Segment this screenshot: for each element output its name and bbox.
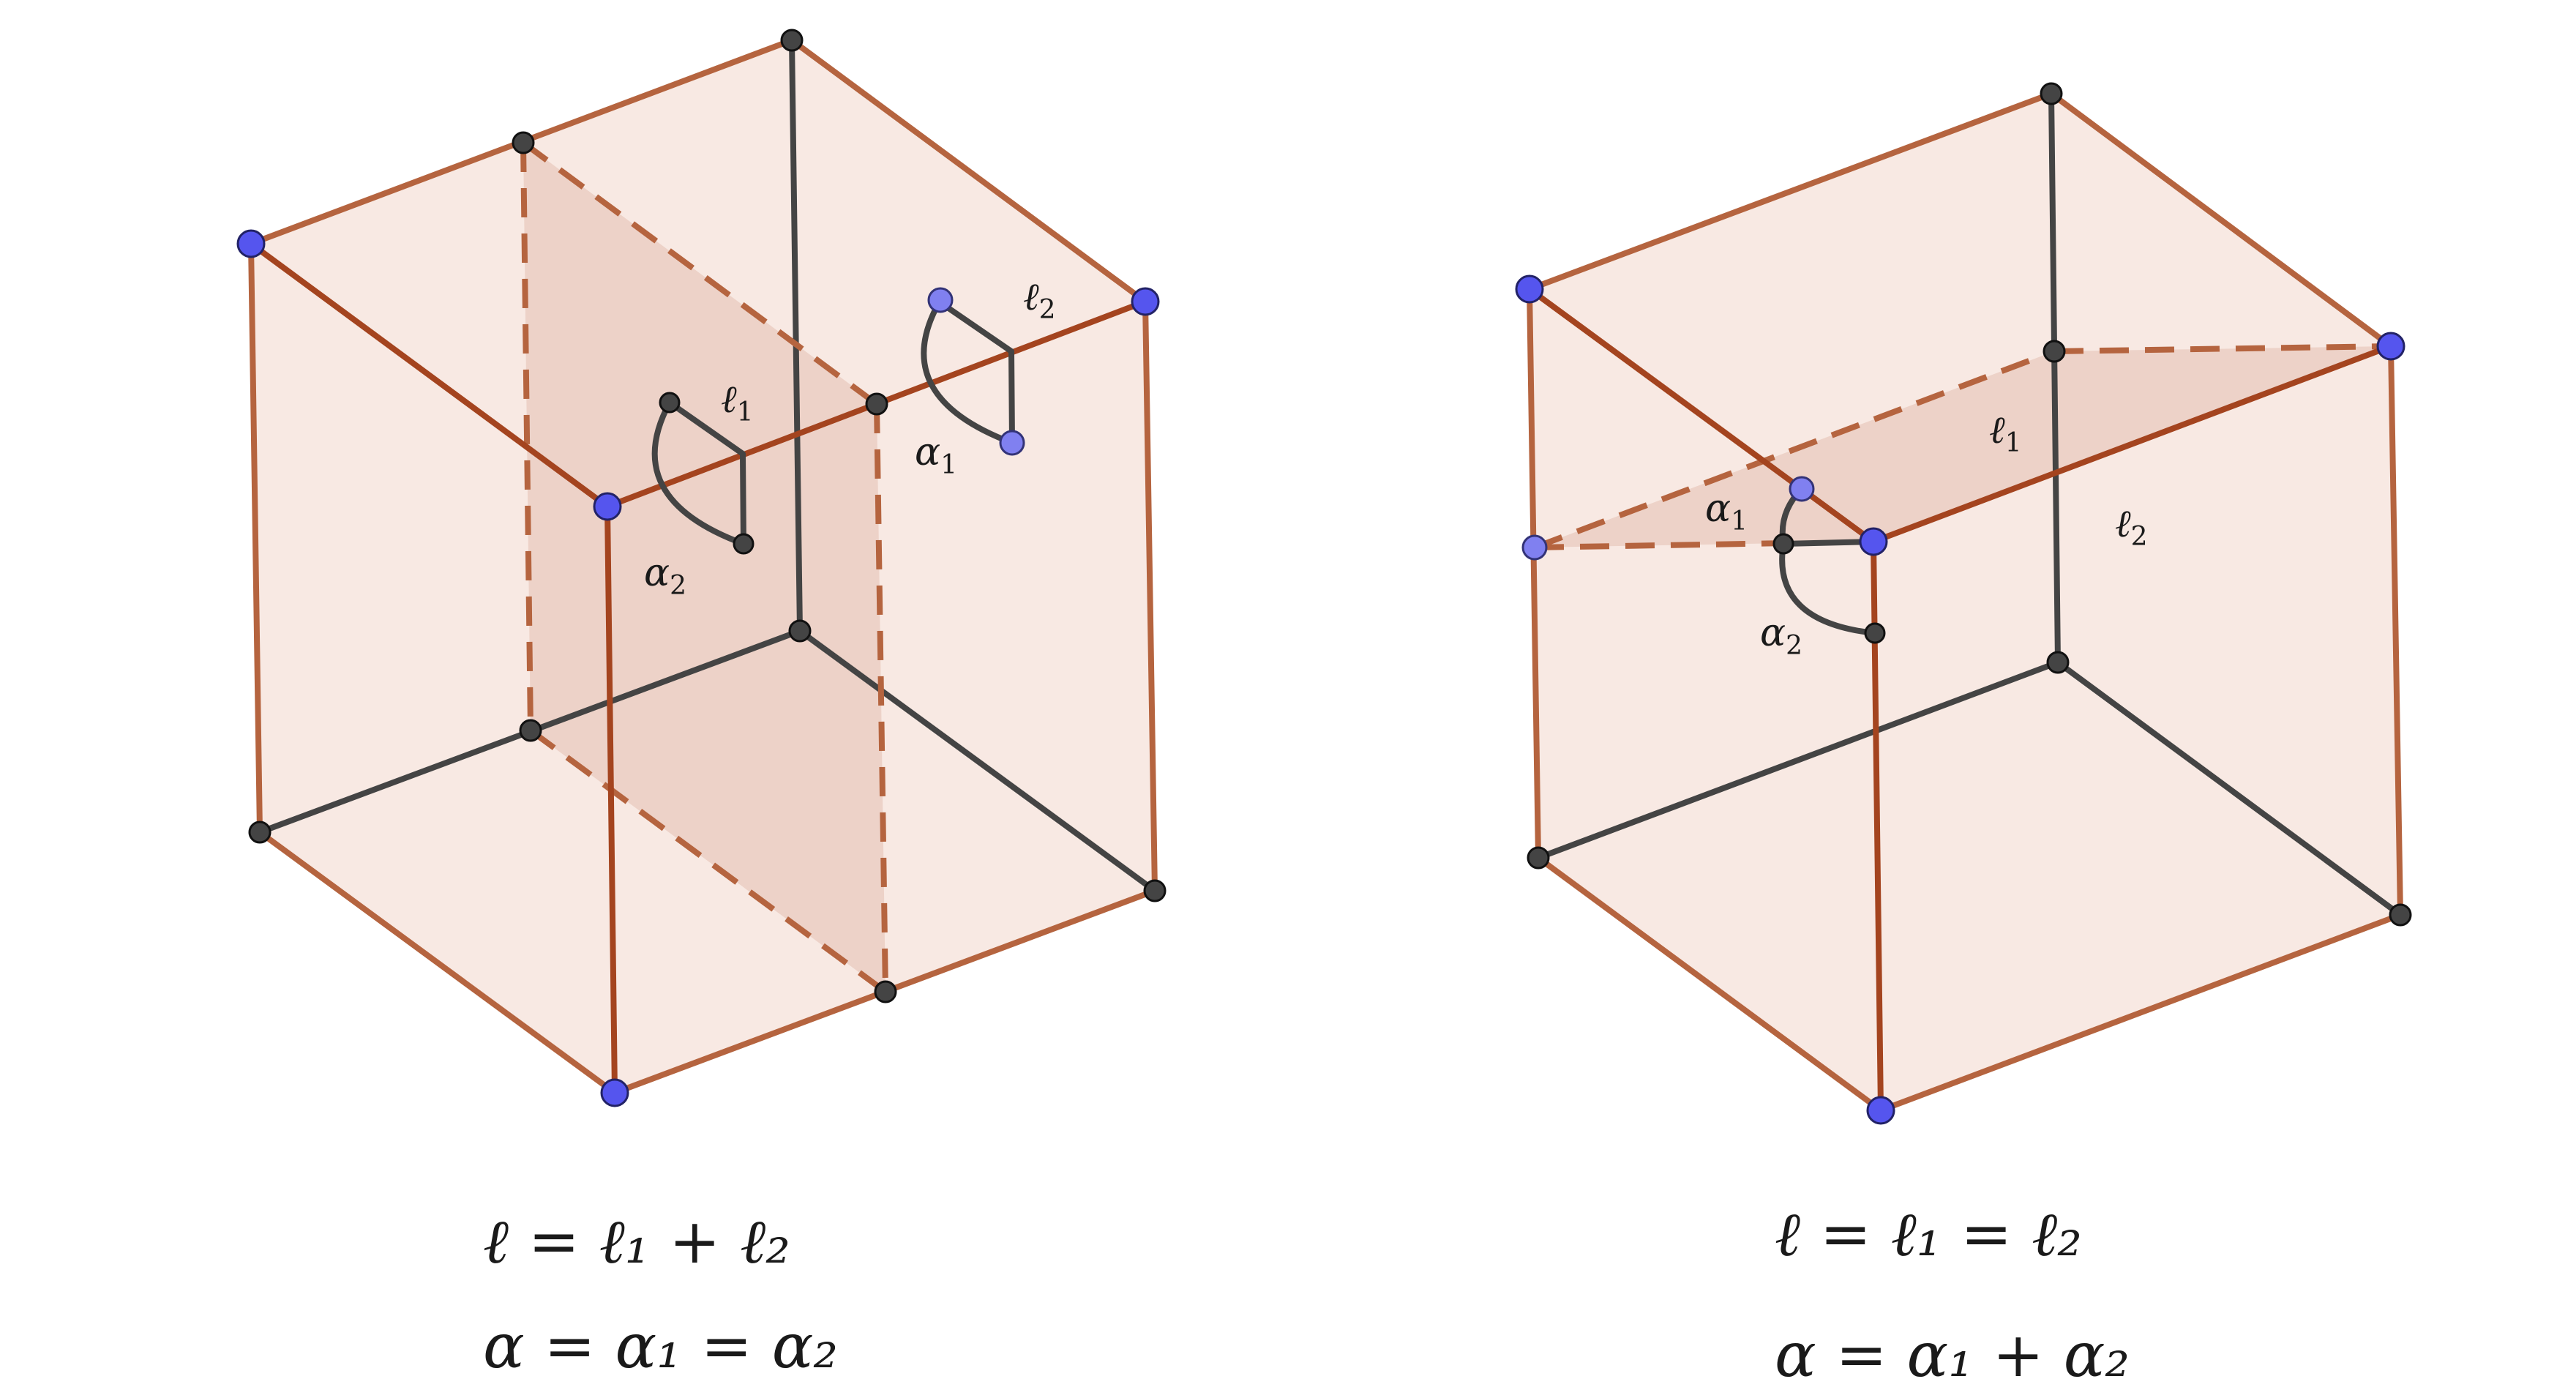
left-formula-length: ℓ = ℓ₁ + ℓ₂: [483, 1206, 790, 1277]
right-cube-back-left-edge: [1535, 659, 2061, 861]
left-label-a1: α1: [915, 430, 957, 480]
left-cube-top-face: [251, 40, 1145, 507]
right-cube-edge-top-left: [1527, 286, 1876, 545]
right-cube: ℓ1 ℓ2 α1 α2: [1515, 82, 2412, 1125]
right-cube-left-vertical-edge: [1527, 286, 1541, 861]
left-cube-back-right-edge: [797, 628, 1158, 894]
right-label-a2: α2: [1760, 611, 1802, 661]
right-cube-top-face: [1530, 94, 2391, 542]
right-cube-vertex: [1515, 274, 1544, 304]
right-cube-vertex: [1527, 846, 1550, 870]
right-label-a1: α1: [1705, 487, 1748, 537]
left-cube-vertex: [1131, 287, 1160, 316]
right-formula-length: ℓ = ℓ₁ = ℓ₂: [1775, 1198, 2082, 1270]
right-cube-vertex: [2376, 332, 2405, 361]
right-cube-vertex: [1866, 1096, 1895, 1125]
left-cube: ℓ1 ℓ2 α1 α2: [236, 29, 1167, 1107]
right-cube-angle-point: [1772, 533, 1794, 555]
left-cube-vertex: [248, 821, 272, 844]
right-cube-right-vertical-edge: [2388, 343, 2403, 918]
right-cube-angle-point: [1789, 476, 1815, 502]
right-cube-vertex: [2043, 340, 2066, 363]
right-cube-edge-l: [1871, 343, 2394, 545]
right-cube-vertex: [2046, 651, 2070, 674]
right-label-l2: ℓ2: [2115, 502, 2148, 552]
left-cube-plane-right-edge: [874, 403, 888, 993]
left-cube-vertex: [1143, 879, 1167, 902]
left-cube-edge-l: [248, 241, 610, 509]
right-cube-bottom-left-edge: [1535, 855, 1884, 1113]
left-label-a2: α2: [644, 551, 686, 601]
right-cube-angle-point: [1864, 622, 1886, 644]
right-cube-angle-alpha2: [1779, 541, 1878, 636]
left-cube-plane-top-edge: [521, 140, 879, 407]
left-cube-top-right-edge: [789, 37, 1148, 304]
left-cube-left-face: [251, 244, 615, 1093]
right-cube-cutting-plane: [1535, 346, 2391, 547]
left-cube-angle-alpha2: [651, 400, 746, 547]
right-cube-back-vertical-edge: [2048, 91, 2061, 665]
right-label-l1: ℓ1: [1989, 408, 2022, 458]
right-cube-plane-left-edge: [1533, 348, 2056, 550]
left-cube-vertex: [512, 131, 535, 154]
right-cube-top-right-edge: [2048, 91, 2394, 349]
left-formula-angle: α = α₁ = α₂: [483, 1310, 838, 1382]
right-cube-bottom-right-edge: [1878, 912, 2403, 1113]
right-cube-vertex: [2389, 903, 2412, 927]
left-cube-left-vertical-edge: [248, 241, 263, 835]
left-cube-right-vertical-edge: [1142, 299, 1158, 894]
right-cube-vertex: [1859, 527, 1888, 556]
left-cube-vertex: [874, 980, 897, 1003]
left-cube-plane-bottom-edge: [528, 728, 888, 995]
right-cube-top-back-edge: [1527, 91, 2054, 292]
left-cube-vertex: [519, 719, 542, 742]
right-cube-vertex: [2040, 82, 2063, 105]
left-cube-vertex: [788, 619, 812, 643]
left-cube-angle-point: [927, 287, 954, 313]
right-formula-angle: α = α₁ + α₂: [1775, 1319, 2130, 1391]
left-cube-plane-left-edge: [520, 142, 533, 731]
left-cube-vertex: [593, 492, 622, 521]
left-cube-angle-point: [659, 392, 681, 414]
left-cube-front-vertical-edge: [604, 504, 618, 1096]
right-cube-back-right-edge: [2055, 659, 2403, 918]
left-cube-bottom-left-edge: [257, 829, 618, 1096]
left-cube-vertex: [236, 229, 266, 258]
left-cube-vertex: [780, 29, 804, 52]
left-label-l2: ℓ2: [1023, 275, 1056, 325]
right-cube-right-face: [1873, 346, 2400, 1110]
left-cube-angle-point: [999, 430, 1025, 456]
right-cube-plane-top-edge: [2053, 343, 2392, 354]
left-cube-back-vertical-edge: [789, 37, 803, 634]
left-cube-vertex: [865, 392, 888, 416]
left-label-l1: ℓ1: [721, 378, 754, 427]
left-cube-vertex: [600, 1078, 629, 1107]
left-cube-angle-point: [733, 533, 755, 555]
right-cube-angle-point: [1521, 534, 1548, 561]
